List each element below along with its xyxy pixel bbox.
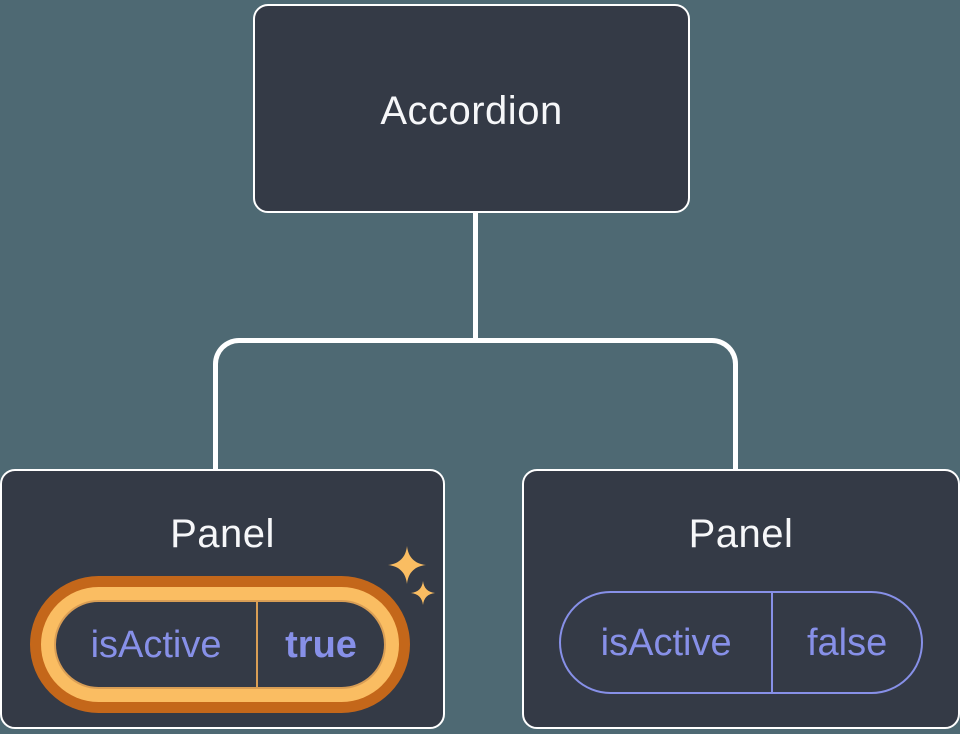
accordion-node: Accordion [253, 4, 690, 213]
state-pill-inactive: isActive false [559, 591, 923, 694]
pill-divider [771, 593, 774, 692]
panel-node-active: Panel isActive true [0, 469, 445, 729]
sparkle-icon-small [411, 581, 435, 605]
panel-node-label: Panel [688, 512, 794, 556]
accordion-node-label: Accordion [380, 89, 563, 133]
panel-node-label: Panel [170, 512, 275, 556]
state-name: isActive [90, 623, 222, 666]
panel-node-inactive: Panel isActive false [522, 469, 960, 729]
state-pill-highlight-inner-ring: isActive true [41, 587, 399, 702]
connector-stem [473, 211, 478, 341]
state-value: false [806, 621, 888, 664]
state-value: true [285, 623, 357, 666]
connector-bracket [213, 338, 738, 469]
pill-divider [256, 602, 259, 687]
state-pill-highlight-ring: isActive true [30, 576, 410, 713]
state-pill-active: isActive true [54, 600, 386, 689]
sparkle-icon-large [388, 546, 426, 584]
state-name: isActive [600, 621, 732, 664]
